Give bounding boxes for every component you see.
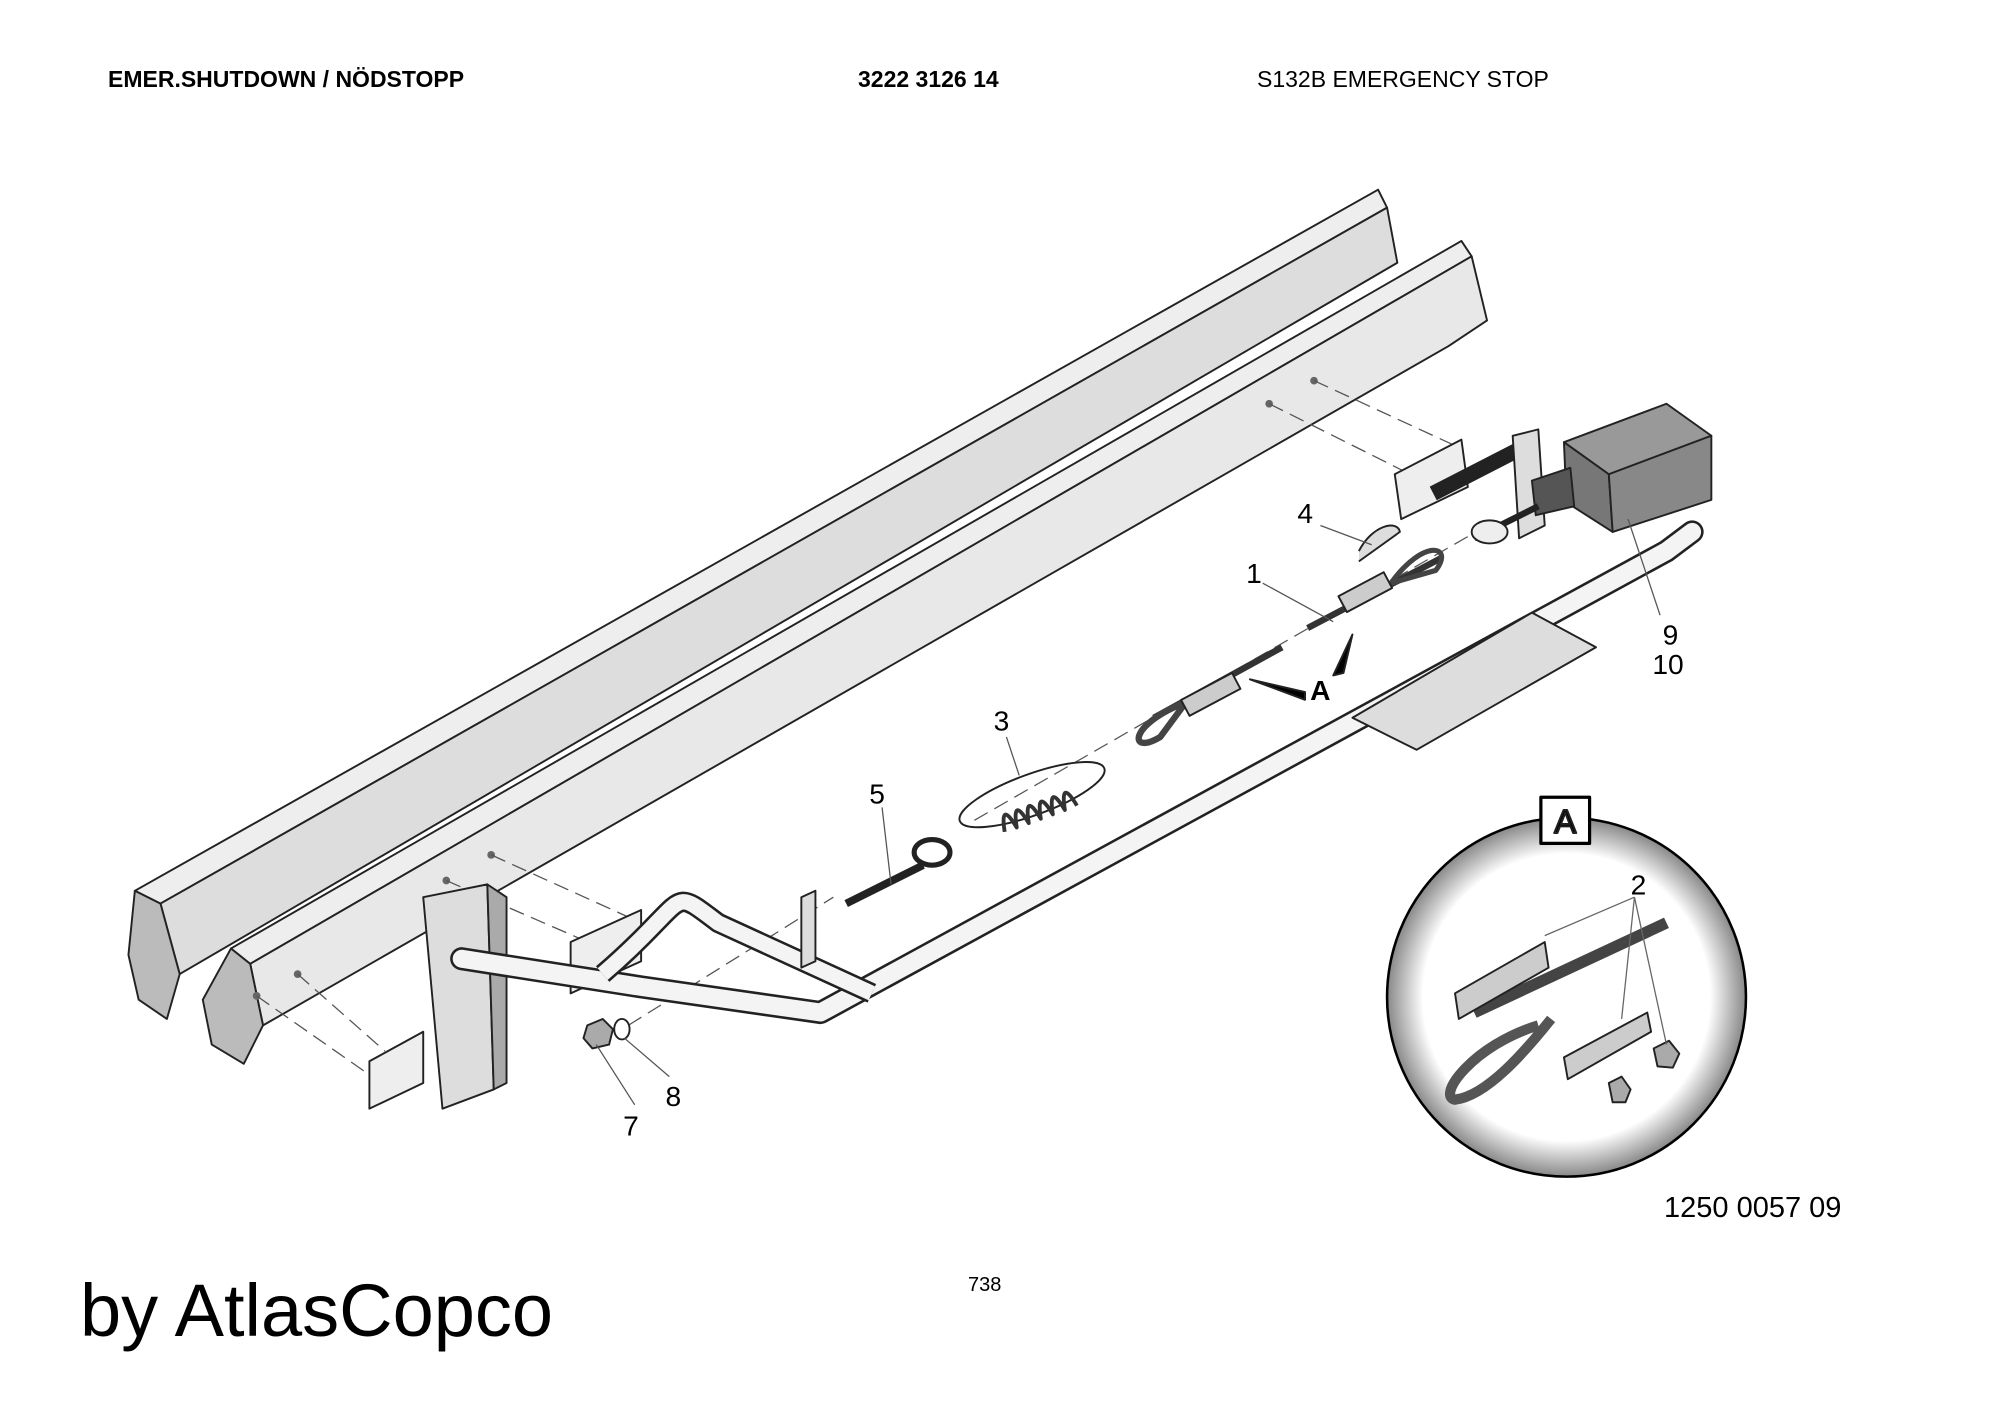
- emergency-stop-switch: [1393, 402, 1713, 545]
- rear-rail: [127, 188, 1399, 1020]
- callout-7: 7: [623, 1110, 639, 1142]
- eye-bolt: [844, 836, 953, 908]
- assembly-description: S132B EMERGENCY STOP: [1257, 66, 1549, 92]
- callout-10: 10: [1652, 648, 1683, 680]
- detail-view-a: A: [1385, 795, 1748, 1178]
- detail-box-label: A: [1554, 804, 1577, 841]
- callout-1: 1: [1246, 557, 1262, 589]
- mounting-plate: [1351, 611, 1597, 751]
- part-number: 3222 3126 14: [858, 66, 999, 92]
- callout-2: 2: [1631, 869, 1647, 901]
- page-number: 738: [968, 1274, 1002, 1296]
- crossbar-tube: [450, 520, 1704, 1025]
- section-title: EMER.SHUTDOWN / NÖDSTOPP: [108, 66, 465, 92]
- callout-5: 5: [869, 778, 885, 810]
- tension-spring: [958, 761, 1106, 833]
- detail-marker-a: A: [1310, 674, 1330, 706]
- wire-rope-with-clamps: [1135, 524, 1445, 746]
- callout-4: 4: [1297, 497, 1313, 529]
- callout-8: 8: [665, 1080, 681, 1112]
- nut-and-washer: [582, 1017, 631, 1050]
- brand-watermark: by AtlasCopco: [80, 1269, 554, 1352]
- callout-9: 9: [1663, 619, 1679, 651]
- drawing-number: 1250 0057 09: [1664, 1192, 1842, 1224]
- callout-3: 3: [994, 705, 1010, 737]
- front-rail: [201, 239, 1489, 1065]
